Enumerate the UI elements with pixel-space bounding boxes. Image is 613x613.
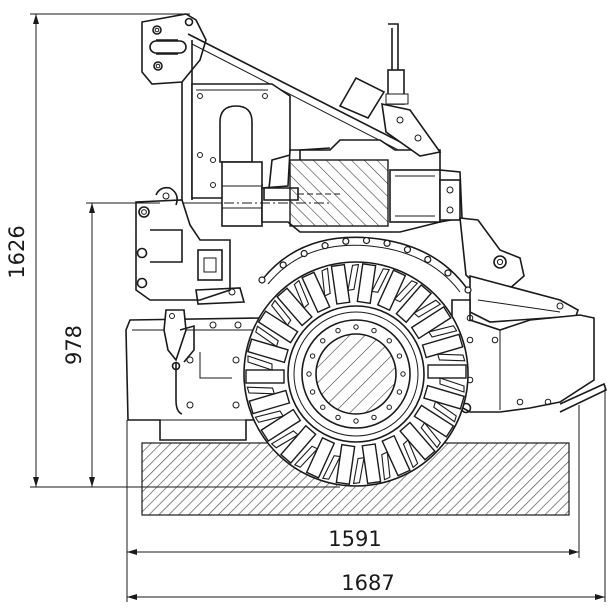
rotor-tooth [321, 443, 356, 485]
rotor-tooth [352, 443, 382, 485]
axis-height-label: 978 [62, 325, 86, 365]
rotor-tooth [276, 279, 313, 327]
rotor-tooth [270, 424, 317, 465]
hub-bolt [353, 418, 359, 424]
guard-bolt [444, 269, 452, 277]
guard-bolt [403, 246, 412, 254]
hub-bolt [353, 324, 359, 330]
rotor-tooth [245, 355, 285, 384]
rear-hitch-bracket [135, 186, 231, 301]
hub-bolt [400, 371, 406, 377]
hub-bolt [371, 414, 377, 421]
top-link-mast [338, 23, 442, 157]
guard-bolt [258, 276, 266, 284]
hub-bolt [396, 353, 403, 359]
hub-bolt [371, 327, 377, 334]
hub-bolt [306, 371, 312, 377]
hub-bolt [309, 389, 316, 395]
guard-bolt [342, 237, 350, 245]
rotor-tooth [410, 305, 458, 340]
dim-inner-width: 1591 [126, 405, 580, 602]
rotor-tooth [376, 269, 419, 312]
dim-overall-width: 1687 [127, 385, 606, 602]
guard-bolt [279, 261, 287, 269]
hub-bolt [386, 404, 392, 410]
guard-bolt [362, 236, 371, 245]
front-arm [459, 217, 579, 323]
rotor-tooth [427, 364, 467, 393]
front-skid [451, 299, 607, 414]
hub-bolt [335, 327, 341, 334]
hub-bolt [335, 414, 341, 421]
guard-bolt [321, 242, 329, 250]
rotor-tooth [395, 283, 442, 324]
rotor-tooth [330, 263, 360, 305]
rotor-tooth [421, 333, 466, 362]
rotor-tooth [399, 421, 436, 469]
guard-bolt [464, 286, 472, 294]
guard-bolt [300, 249, 308, 258]
rotor-tooth [293, 436, 336, 479]
rotor-tooth [246, 386, 291, 415]
hub-bolt [320, 338, 326, 344]
rotor-tooth [301, 267, 331, 314]
hub-bolt [320, 404, 326, 410]
rear-linkage [163, 287, 246, 415]
overall-width-label: 1687 [341, 571, 394, 595]
rotor-tooth [413, 404, 455, 449]
dim-overall-height: 1626 [5, 13, 340, 488]
overall-height-label: 1626 [5, 225, 29, 278]
main-gearbox [206, 139, 463, 233]
top-hitch-tower [141, 13, 421, 200]
gearbox-frame [191, 83, 291, 227]
hub-bolt [386, 338, 392, 344]
rear-housing [125, 317, 263, 441]
rotor-tooth [356, 263, 391, 305]
rotor-tooth [423, 384, 465, 423]
rotor-tooth [381, 434, 411, 481]
rotor [243, 236, 472, 487]
hub-bolt [396, 389, 403, 395]
rotor-tooth [247, 325, 289, 364]
rotor-tooth [254, 408, 302, 443]
guard-bolt [424, 255, 432, 264]
hub-bolt [309, 353, 316, 359]
guard-bolt [383, 239, 391, 247]
inner-width-label: 1591 [328, 527, 381, 551]
rotor-tooth [257, 299, 299, 344]
